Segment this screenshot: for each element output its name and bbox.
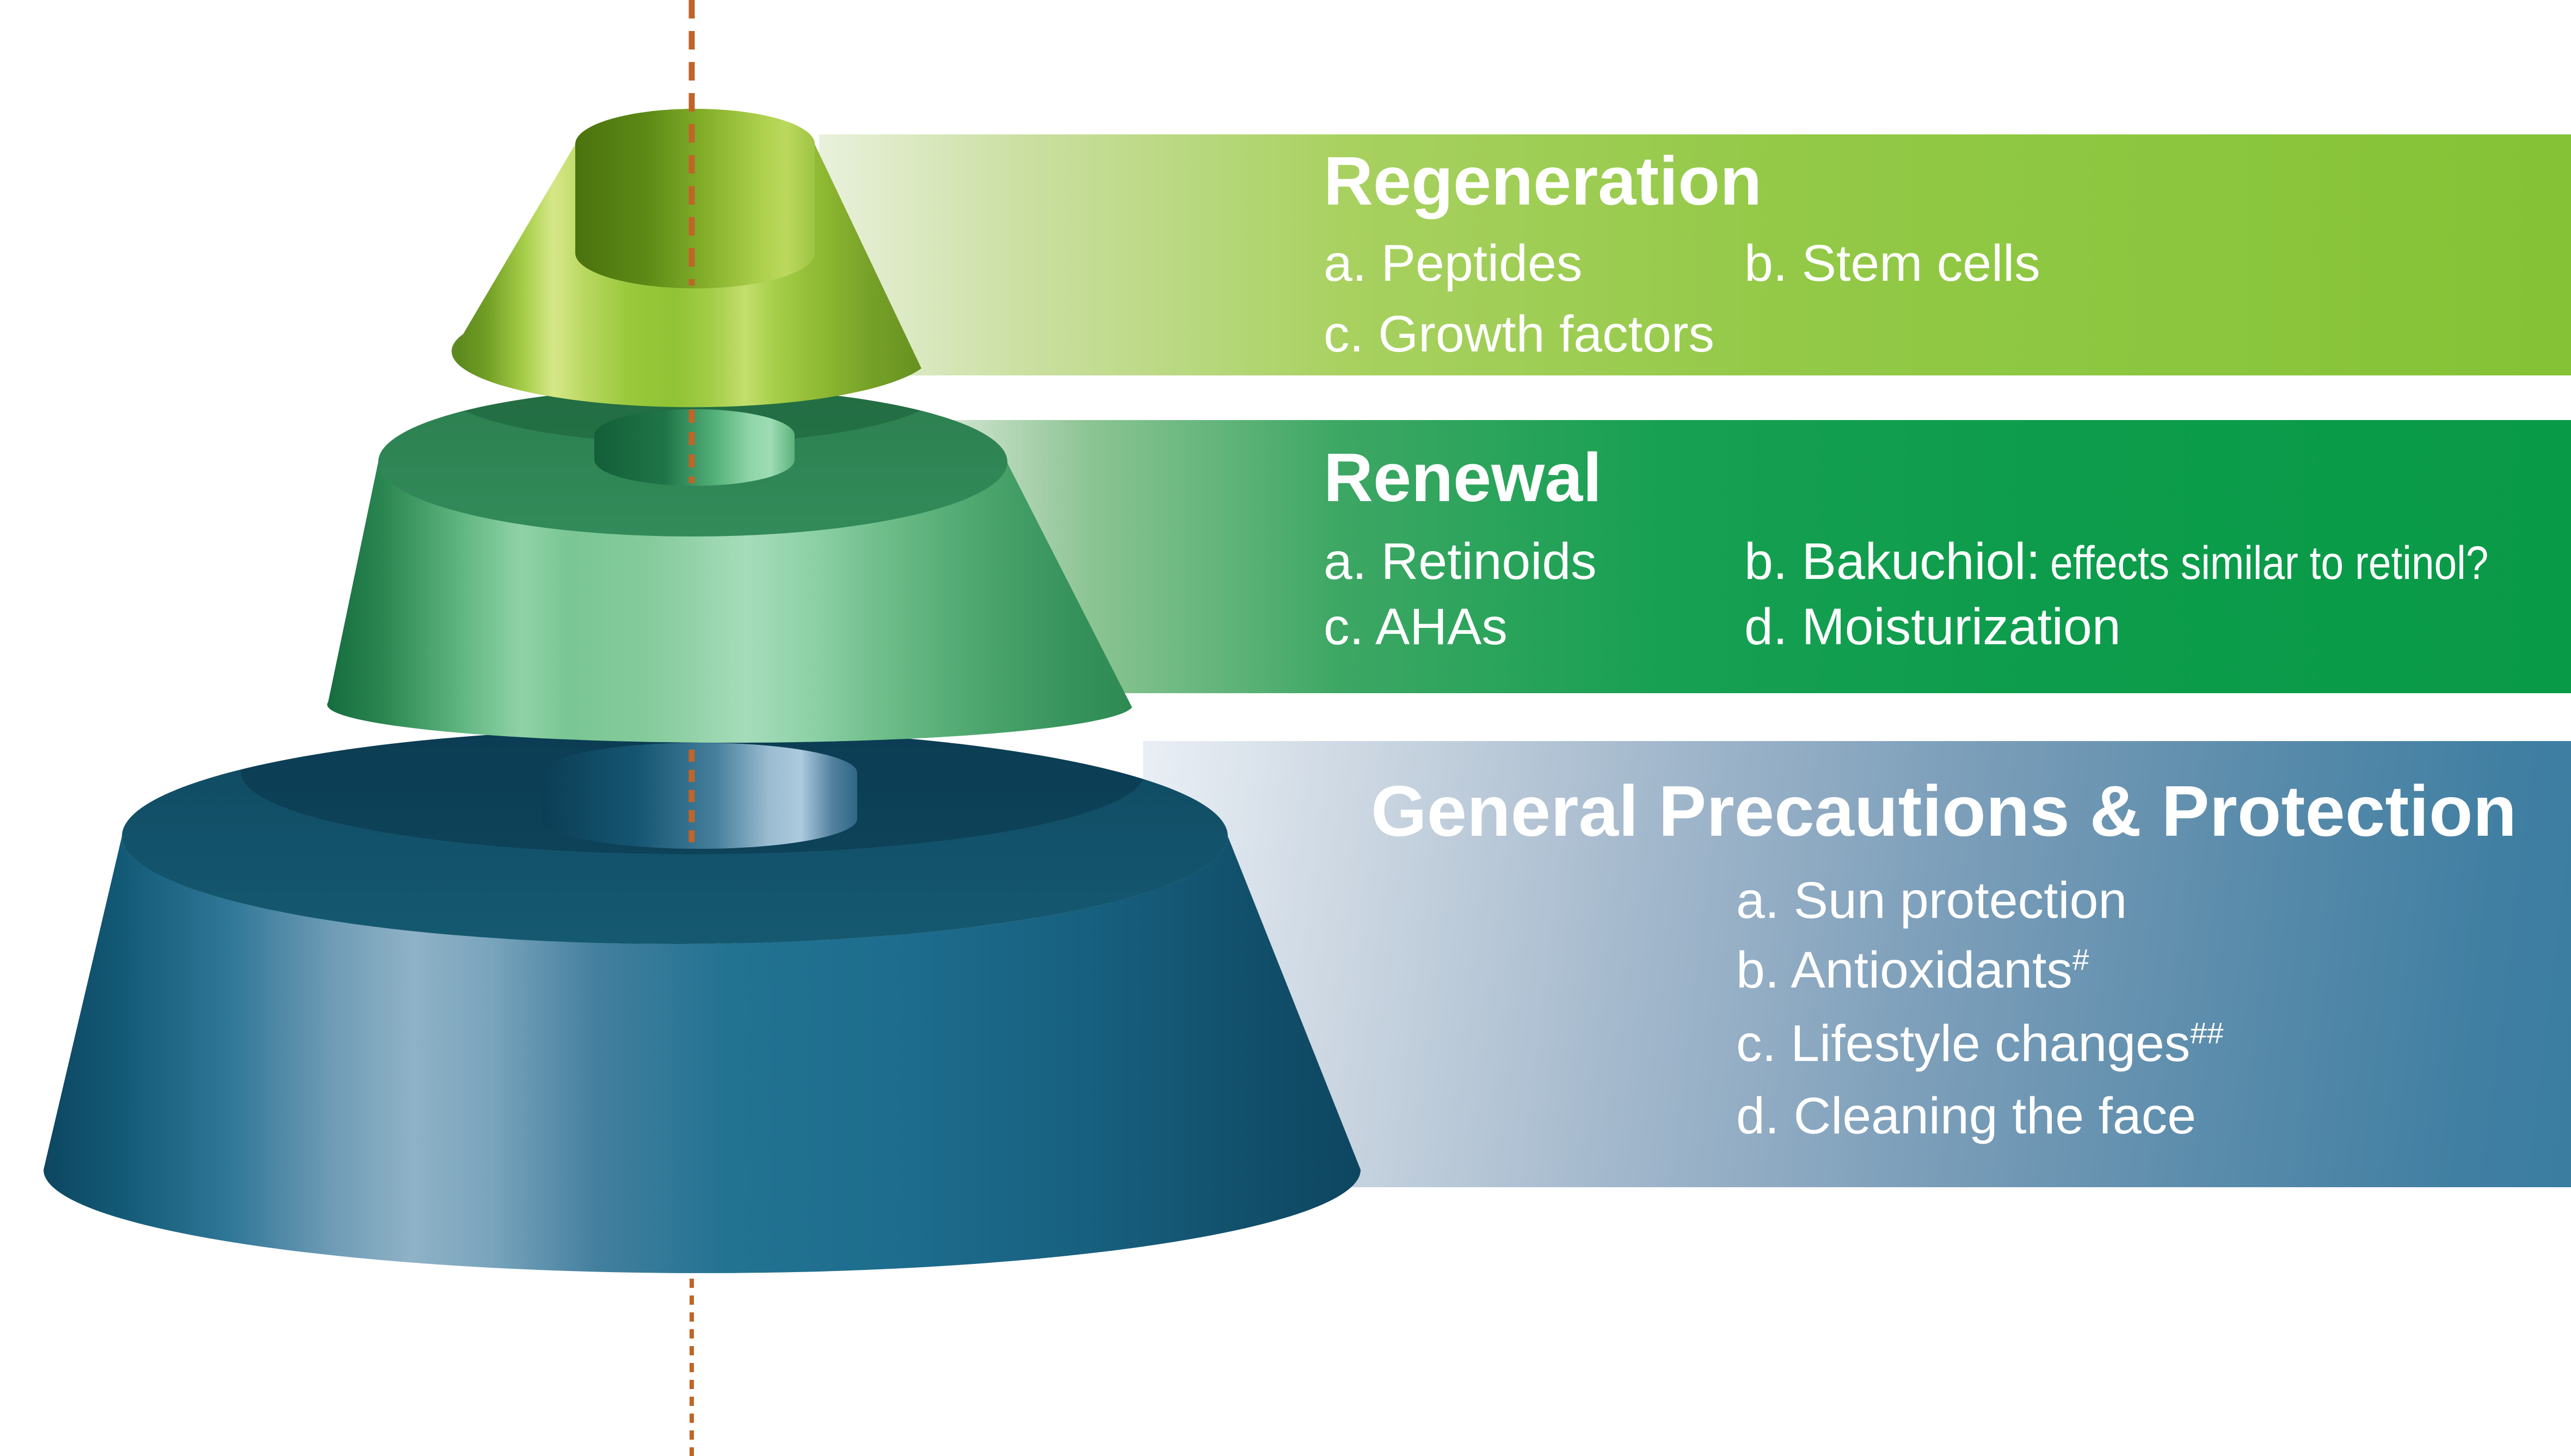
general-item-c: c. Lifestyle changes##	[1736, 1015, 2224, 1072]
regeneration-item-c: c. Growth factors	[1324, 305, 1714, 363]
renewal-cone	[327, 387, 1133, 743]
renewal-item-a: a. Retinoids	[1324, 533, 1597, 590]
renewal-cone-hole	[594, 409, 795, 486]
renewal-item-c: c. AHAs	[1324, 598, 1508, 656]
renewal-item-b: b. Bakuchiol:effects similar to retinol?	[1744, 533, 2489, 590]
general-item-a: a. Sun protection	[1736, 872, 2127, 929]
regeneration-cone	[451, 109, 921, 408]
antioxidants-superscript: #	[2072, 942, 2089, 977]
renewal-item-d: d. Moisturization	[1744, 598, 2121, 656]
regeneration-cone-opening	[575, 109, 815, 288]
lifestyle-superscript: ##	[2190, 1016, 2224, 1050]
general-precautions-band	[1143, 741, 2571, 1187]
general-precautions-cone	[44, 729, 1361, 1273]
renewal-item-b-note: effects similar to retinol?	[2050, 537, 2489, 589]
regeneration-title: Regeneration	[1324, 143, 1762, 219]
regeneration-item-a: a. Peptides	[1324, 235, 1583, 292]
renewal-title: Renewal	[1324, 439, 1602, 516]
general-precautions-title: General Precautions & Protection	[1371, 771, 2517, 851]
renewal-band	[925, 420, 2571, 693]
general-item-d: d. Cleaning the face	[1736, 1087, 2197, 1145]
regeneration-band	[819, 134, 2571, 375]
general-cone-hole	[542, 743, 857, 849]
general-item-b: b. Antioxidants#	[1736, 941, 2089, 999]
regeneration-item-b: b. Stem cells	[1744, 235, 2040, 292]
